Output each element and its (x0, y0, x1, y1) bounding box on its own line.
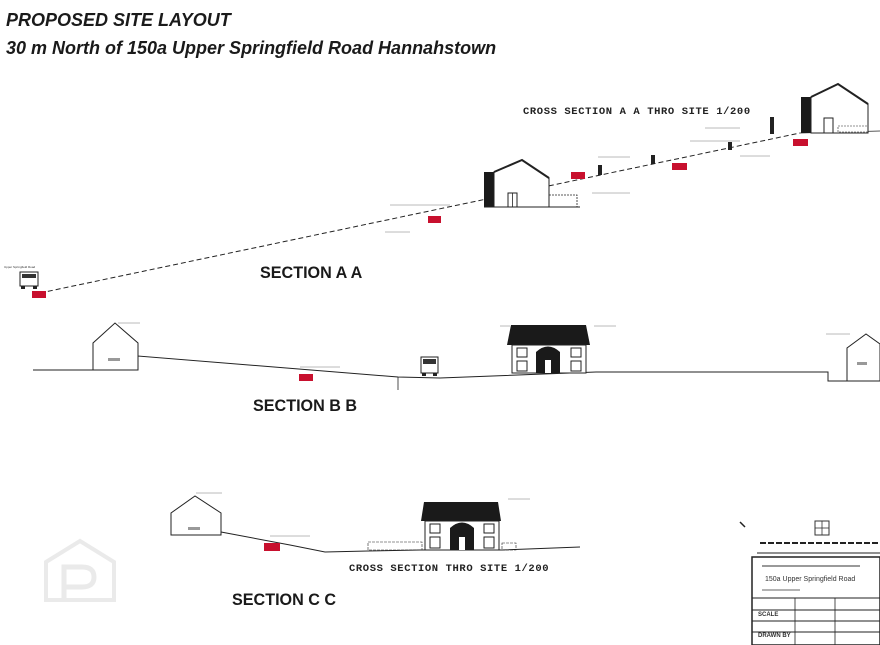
title-block-road: 150a Upper Springfield Road (765, 576, 856, 583)
level-marker (428, 216, 441, 223)
neighbour-house-elevation (170, 492, 222, 536)
title-block-drawn: DRAWN BY (758, 633, 791, 639)
section-a-label: SECTION A A (260, 263, 363, 282)
car-icon (420, 356, 439, 376)
section-b-drawing (33, 322, 880, 390)
section-b-ground-line (33, 355, 880, 382)
house-elevation (801, 82, 869, 134)
section-c-drawing (170, 492, 581, 553)
page-subtitle: 30 m North of 150a Upper Springfield Roa… (6, 38, 497, 58)
section-a-ground-line (39, 132, 801, 294)
house-front-elevation (500, 325, 616, 374)
section-c-ground-line (171, 531, 581, 553)
house-front-elevation (421, 498, 530, 551)
level-marker (571, 172, 585, 179)
page-title: PROPOSED SITE LAYOUT (6, 10, 231, 30)
section-c-caption: CROSS SECTION THRO SITE 1/200 (349, 563, 550, 575)
svg-text:Upper Springfield Road: Upper Springfield Road (4, 265, 36, 269)
title-block-scale: SCALE (758, 612, 779, 618)
neighbour-house-elevation (92, 322, 140, 371)
section-b-label: SECTION B B (253, 396, 358, 415)
neighbour-house-elevation (826, 333, 880, 382)
section-a-drawing: Upper Springfield Road (4, 82, 880, 298)
level-marker (793, 139, 808, 146)
section-a-caption: CROSS SECTION A A THRO SITE 1/200 (523, 106, 751, 118)
level-marker (32, 291, 46, 298)
level-marker (264, 543, 280, 551)
car-icon: Upper Springfield Road (4, 265, 39, 289)
title-block (739, 520, 880, 645)
section-c-label: SECTION C C (232, 590, 337, 609)
house-elevation (484, 158, 580, 208)
level-marker (299, 374, 313, 381)
level-marker (672, 163, 687, 170)
watermark-logo (44, 538, 116, 602)
